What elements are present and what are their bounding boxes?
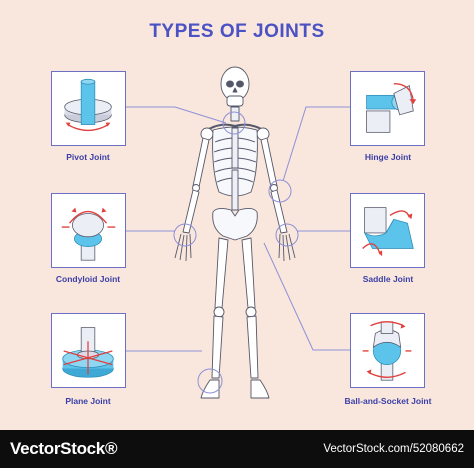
saddle-joint-card <box>350 193 425 268</box>
connector-lines <box>126 106 350 352</box>
ball-and-socket-joint-label: Ball-and-Socket Joint <box>344 396 432 406</box>
diagram-title: TYPES OF JOINTS <box>149 21 325 42</box>
ball-and-socket-joint-card <box>350 313 425 388</box>
watermark-bar: VectorStock® VectorStock.com/52080662 <box>0 430 474 468</box>
saddle-joint-label: Saddle Joint <box>362 274 414 284</box>
connector-pivot <box>126 106 227 124</box>
plane-joint-icon <box>62 327 114 378</box>
highlight-wrist-right <box>275 223 299 247</box>
pivot-joint-card <box>51 71 126 146</box>
hinge-joint-label: Hinge Joint <box>364 152 412 162</box>
pivot-joint-icon <box>64 78 112 132</box>
saddle-joint-icon <box>362 207 414 257</box>
watermark-url: VectorStock.com/52080662 <box>323 443 464 455</box>
connector-hinge <box>282 106 350 182</box>
highlight-elbow <box>268 179 292 203</box>
connector-ball <box>263 242 350 351</box>
pivot-joint-label: Pivot Joint <box>66 152 110 162</box>
plane-joint-label: Plane Joint <box>65 396 111 406</box>
watermark-brand: VectorStock® <box>10 439 118 458</box>
plane-joint-card <box>51 313 126 388</box>
condyloid-joint-icon <box>61 207 116 261</box>
hinge-joint-icon <box>366 82 417 133</box>
highlight-wrist-left <box>173 223 197 247</box>
condyloid-joint-label: Condyloid Joint <box>55 274 121 284</box>
hinge-joint-card <box>350 71 425 146</box>
condyloid-joint-card <box>51 193 126 268</box>
ball-and-socket-joint-icon <box>362 321 412 381</box>
diagram-canvas: TYPES OF JOINTS <box>0 0 474 430</box>
skeleton-illustration <box>173 66 299 399</box>
highlight-neck <box>222 111 246 135</box>
highlight-ankle <box>197 368 223 394</box>
